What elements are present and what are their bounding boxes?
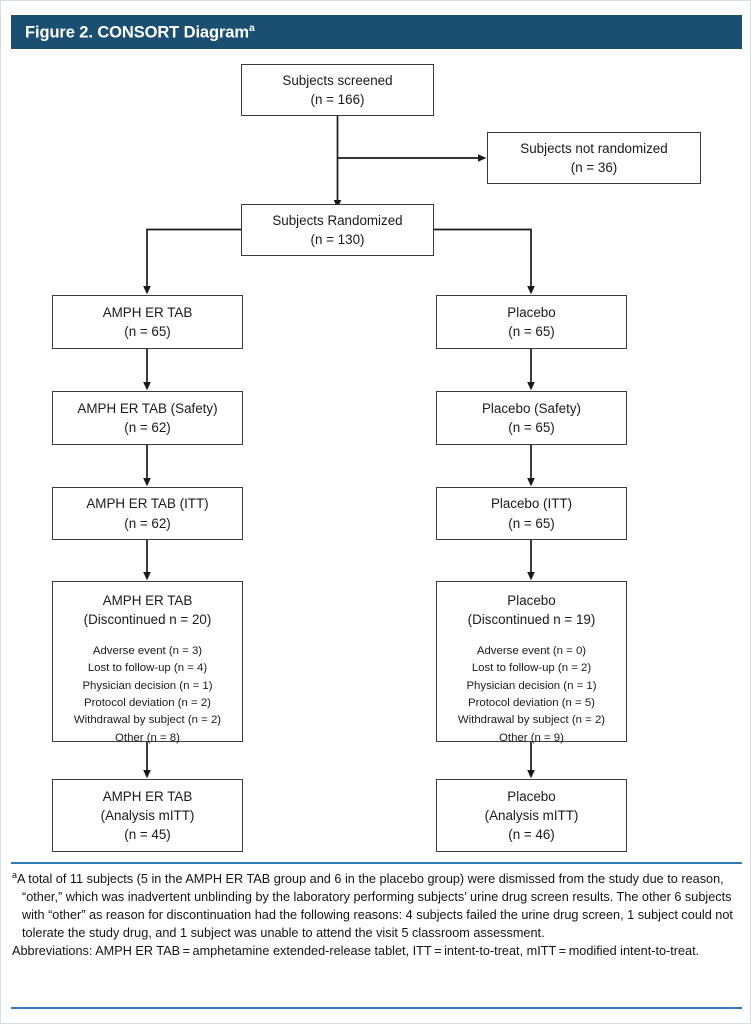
node-label: Subjects Randomized bbox=[272, 212, 403, 228]
node-label: AMPH ER TAB bbox=[102, 593, 193, 608]
reason-lost-to-follow-up: Lost to follow-up (n = 4) bbox=[87, 662, 208, 675]
node-count: (Discontinued n = 20) bbox=[83, 612, 212, 628]
footnote-text-1: A total of 11 subjects (5 in the AMPH ER… bbox=[17, 872, 733, 941]
node-count: (n = 166) bbox=[310, 92, 365, 107]
node-placebo-assigned: Placebo (n = 65) bbox=[436, 295, 627, 349]
node-label: Placebo (Safety) bbox=[482, 400, 581, 416]
node-amph-er-tab-safety: AMPH ER TAB (Safety) (n = 62) bbox=[52, 391, 243, 445]
node-count: (n = 65) bbox=[124, 324, 171, 339]
discontinuation-reason-list: Adverse event (n = 3) Lost to follow-up … bbox=[74, 643, 221, 747]
footnote-bottom-divider bbox=[11, 1007, 742, 1009]
node-label: AMPH ER TAB bbox=[102, 304, 193, 320]
reason-withdrawal-by-subject: Withdrawal by subject (n = 2) bbox=[73, 714, 222, 727]
node-subjects-screened: Subjects screened (n = 166) bbox=[241, 64, 434, 116]
reason-withdrawal-by-subject: Withdrawal by subject (n = 2) bbox=[457, 714, 606, 727]
node-label: AMPH ER TAB (Safety) bbox=[77, 400, 218, 416]
node-label: AMPH ER TAB bbox=[102, 788, 193, 804]
page-title: Figure 2. CONSORT Diagrama bbox=[25, 22, 255, 43]
node-placebo-analysis-mitt: Placebo (Analysis mITT) (n = 46) bbox=[436, 779, 627, 852]
footnote-top-divider bbox=[11, 862, 742, 864]
node-placebo-itt: Placebo (ITT) (n = 65) bbox=[436, 487, 627, 540]
node-label: Placebo bbox=[507, 788, 556, 804]
node-amph-er-tab-itt: AMPH ER TAB (ITT) (n = 62) bbox=[52, 487, 243, 540]
reason-protocol-deviation: Protocol deviation (n = 2) bbox=[84, 696, 211, 709]
reason-adverse-event: Adverse event (n = 3) bbox=[92, 644, 203, 657]
node-subtitle: (Analysis mITT) bbox=[484, 807, 579, 823]
node-count: (Discontinued n = 19) bbox=[467, 612, 596, 628]
footnote-marker: a bbox=[12, 870, 18, 880]
reason-physician-decision: Physician decision (n = 1) bbox=[82, 679, 213, 692]
reason-physician-decision: Physician decision (n = 1) bbox=[466, 679, 597, 692]
footnote-abbreviations: Abbreviations: AMPH ER TAB = amphetamine… bbox=[12, 944, 700, 959]
node-placebo-safety: Placebo (Safety) (n = 65) bbox=[436, 391, 627, 445]
node-count: (n = 62) bbox=[124, 515, 171, 531]
node-subtitle: (Analysis mITT) bbox=[100, 807, 195, 823]
node-count: (n = 65) bbox=[508, 324, 555, 339]
node-subjects-not-randomized: Subjects not randomized (n = 36) bbox=[487, 132, 701, 184]
reason-other: Other (n = 8) bbox=[115, 731, 180, 744]
reason-other: Other (n = 9) bbox=[499, 731, 564, 744]
node-label: Subjects screened bbox=[282, 72, 393, 88]
node-label: Subjects not randomized bbox=[520, 140, 668, 156]
reason-protocol-deviation: Protocol deviation (n = 5) bbox=[468, 696, 595, 709]
node-label: Placebo bbox=[507, 593, 556, 608]
discontinuation-reason-list: Adverse event (n = 0) Lost to follow-up … bbox=[458, 643, 605, 747]
reason-adverse-event: Adverse event (n = 0) bbox=[476, 644, 587, 657]
node-label: Placebo (ITT) bbox=[490, 496, 573, 512]
node-count: (n = 65) bbox=[508, 515, 555, 531]
footnote-block: aA total of 11 subjects (5 in the AMPH E… bbox=[12, 869, 742, 960]
node-count: (n = 62) bbox=[124, 420, 171, 435]
figure-title-bar: Figure 2. CONSORT Diagrama bbox=[11, 15, 742, 49]
node-label: Placebo bbox=[507, 304, 556, 320]
node-amph-er-tab-discontinued: AMPH ER TAB (Discontinued n = 20) Advers… bbox=[52, 581, 243, 744]
node-count: (n = 65) bbox=[508, 420, 555, 435]
figure-title-text: Figure 2. CONSORT Diagram bbox=[25, 23, 249, 42]
node-count: (n = 130) bbox=[310, 232, 365, 247]
node-count: (n = 45) bbox=[124, 827, 171, 843]
node-placebo-discontinued: Placebo (Discontinued n = 19) Adverse ev… bbox=[436, 581, 627, 744]
figure-title-footnote-marker: a bbox=[248, 21, 255, 34]
reason-lost-to-follow-up: Lost to follow-up (n = 2) bbox=[471, 662, 592, 675]
node-amph-er-tab-assigned: AMPH ER TAB (n = 65) bbox=[52, 295, 243, 349]
node-subjects-randomized: Subjects Randomized (n = 130) bbox=[241, 204, 434, 256]
node-label: AMPH ER TAB (ITT) bbox=[86, 496, 209, 512]
footnote-paragraph-1: aA total of 11 subjects (5 in the AMPH E… bbox=[12, 869, 742, 942]
node-amph-er-tab-analysis-mitt: AMPH ER TAB (Analysis mITT) (n = 45) bbox=[52, 779, 243, 852]
node-count: (n = 46) bbox=[508, 827, 555, 843]
node-count: (n = 36) bbox=[570, 160, 618, 175]
